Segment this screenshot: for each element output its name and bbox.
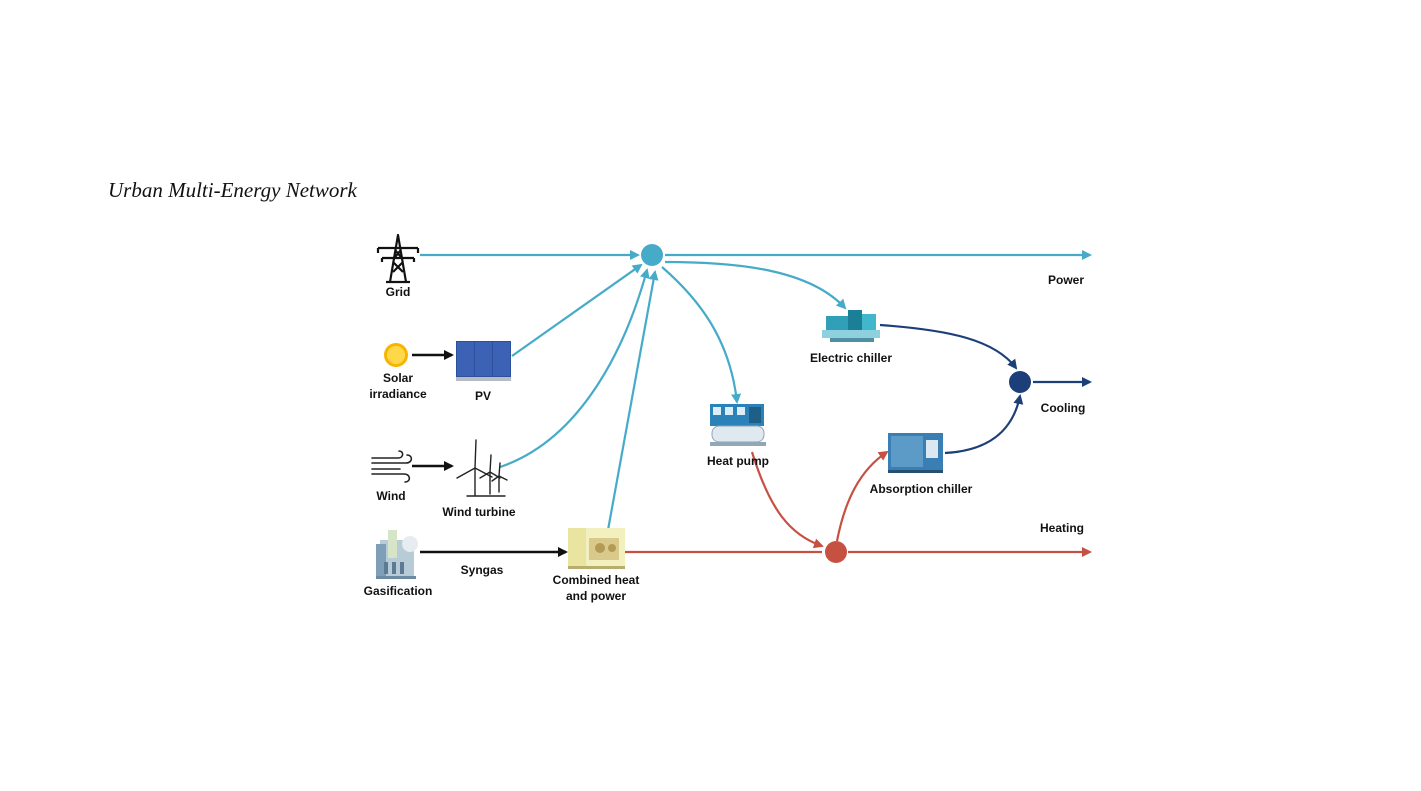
absorption-chiller-to-cooling-hub	[944, 394, 1024, 455]
heating-output-label: Heating	[1040, 521, 1084, 535]
chp-to-power-hub	[606, 270, 659, 531]
turbine-to-power-hub	[499, 268, 650, 469]
electric-chiller-icon	[822, 310, 880, 342]
power-hub-to-electric-chiller	[664, 260, 847, 310]
absorption-chiller-icon	[888, 433, 943, 473]
chp-label-line1: Combined heat	[553, 573, 640, 587]
grid-label: Grid	[386, 285, 411, 299]
heat-pump-to-heating-hub	[750, 451, 824, 549]
sun-icon	[384, 343, 408, 367]
wind-icon	[371, 450, 413, 483]
wind-turbine-icon	[456, 439, 508, 497]
transmission-tower-icon	[376, 233, 420, 284]
solar-label-line1: Solar	[383, 371, 413, 385]
electric-chiller-label: Electric chiller	[810, 351, 892, 365]
cooling-hub-node	[1009, 371, 1031, 393]
chp-label-line2: and power	[566, 589, 626, 603]
cooling-output-label: Cooling	[1041, 401, 1086, 415]
slide-title: Urban Multi-Energy Network	[108, 178, 357, 202]
syngas-label: Syngas	[461, 563, 504, 577]
solar-label-line2: irradiance	[369, 387, 427, 401]
pv-label: PV	[475, 389, 491, 403]
power-hub-to-heat-pump	[661, 266, 742, 404]
gasification-label: Gasification	[364, 584, 433, 598]
electric-chiller-to-cooling-hub	[879, 323, 1018, 370]
heating-hub-to-absorption-chiller	[835, 450, 889, 542]
pv-to-power-hub	[511, 263, 643, 357]
power-hub-node	[641, 244, 663, 266]
wind-label: Wind	[376, 489, 405, 503]
gasification-plant-icon	[376, 530, 418, 579]
chp-generator-icon	[568, 528, 625, 569]
solar-panel-icon	[456, 341, 511, 381]
wind-turbine-label: Wind turbine	[442, 505, 516, 519]
heat-pump-label: Heat pump	[707, 454, 769, 468]
heating-hub-node	[825, 541, 847, 563]
heat-pump-icon	[710, 404, 766, 446]
power-output-label: Power	[1048, 273, 1084, 287]
absorption-chiller-label: Absorption chiller	[870, 482, 973, 496]
